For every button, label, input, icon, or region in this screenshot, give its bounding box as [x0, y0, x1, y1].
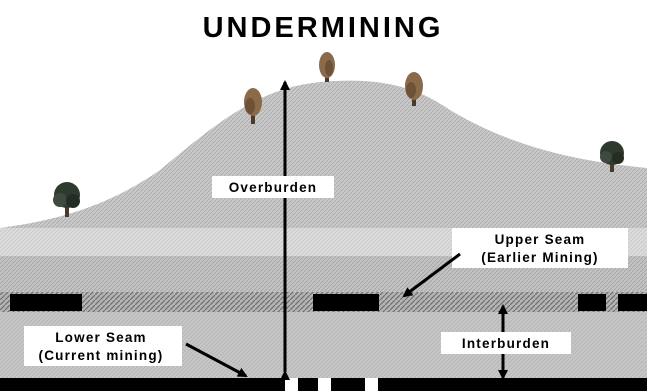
tree-icon	[405, 72, 423, 106]
upper-seam-label-box	[452, 228, 628, 268]
interburden-label: Interburden	[462, 336, 550, 351]
arrow-icon	[402, 252, 461, 298]
upper-seam-label-line2: (Earlier Mining)	[481, 250, 598, 265]
lower-seam-label-line1: Lower Seam	[55, 330, 147, 345]
arrow-icon	[185, 342, 248, 378]
interburden-label-box	[441, 332, 571, 354]
hill-layer	[0, 80, 647, 230]
tree-icon	[244, 88, 262, 124]
upper-seam	[0, 292, 647, 312]
overburden-label-box	[212, 176, 334, 198]
tree-icon	[53, 182, 80, 217]
overburden-label: Overburden	[229, 180, 318, 195]
lower-seam-label-box	[24, 326, 182, 366]
tree-icon	[600, 141, 624, 172]
diagram-title: UNDERMINING	[203, 12, 444, 44]
lower-seam-label-line2: (Current mining)	[39, 348, 164, 363]
tree-icon	[319, 52, 335, 82]
lower-seam	[0, 378, 647, 391]
upper-seam-label-line1: Upper Seam	[495, 232, 586, 247]
